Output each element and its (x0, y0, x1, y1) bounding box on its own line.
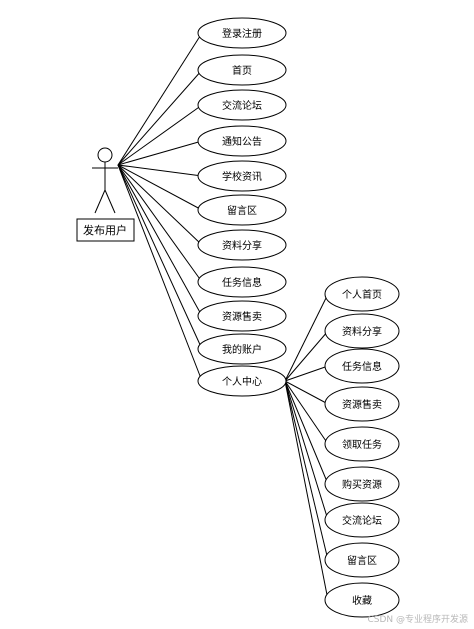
use-case-uc3: 交流论坛 (197, 89, 287, 121)
sub-association-line-s3 (284, 365, 329, 382)
sub-association-line-s2 (284, 330, 329, 382)
use-case-uc9: 资源售卖 (197, 300, 287, 332)
use-case-uc8: 任务信息 (197, 266, 287, 298)
use-case-uc7-label: 资料分享 (222, 239, 262, 252)
use-case-uc10-ellipse (197, 333, 287, 365)
sub-use-case-s6-label: 购买资源 (342, 478, 382, 491)
association-line-uc10 (117, 164, 203, 350)
sub-use-case-s3: 任务信息 (324, 348, 400, 384)
use-case-uc6-label: 留言区 (227, 204, 257, 217)
sub-use-case-s8: 留言区 (324, 542, 400, 578)
use-case-uc7-ellipse (197, 229, 287, 261)
sub-association-line-s1 (284, 293, 329, 382)
actor-left-leg (94, 189, 106, 214)
sub-use-case-s4-ellipse (324, 386, 400, 422)
sub-use-case-s7: 交流论坛 (324, 502, 400, 538)
sub-use-case-s1-label: 个人首页 (342, 288, 382, 301)
use-case-uc6-ellipse (197, 194, 287, 226)
sub-use-case-s2-label: 资料分享 (342, 325, 382, 338)
association-line-uc5 (117, 164, 203, 177)
use-case-uc8-label: 任务信息 (222, 276, 262, 289)
use-case-uc5-label: 学校资讯 (222, 170, 262, 183)
use-case-uc3-ellipse (197, 89, 287, 121)
actor-figure (92, 147, 118, 214)
sub-use-case-s9-label: 收藏 (352, 594, 372, 607)
use-case-uc10: 我的账户 (197, 333, 287, 365)
sub-use-case-s2-ellipse (324, 313, 400, 349)
actor-head (97, 147, 113, 163)
association-line-uc9 (117, 164, 203, 317)
use-case-uc1-ellipse (197, 17, 287, 49)
association-line-uc1 (117, 32, 203, 166)
use-case-uc8-ellipse (197, 266, 287, 298)
sub-use-case-s5-label: 领取任务 (342, 438, 382, 451)
sub-use-case-s5: 领取任务 (324, 426, 400, 462)
use-case-uc7: 资料分享 (197, 229, 287, 261)
sub-use-case-s8-label: 留言区 (347, 554, 377, 567)
sub-association-line-s7 (284, 380, 329, 521)
sub-use-case-s3-label: 任务信息 (342, 360, 382, 373)
association-line-uc4 (117, 140, 203, 166)
sub-use-case-s2: 资料分享 (324, 313, 400, 349)
sub-use-case-s3-ellipse (324, 348, 400, 384)
sub-use-case-s5-ellipse (324, 426, 400, 462)
sub-use-case-s8-ellipse (324, 542, 400, 578)
association-line-uc7 (117, 164, 203, 246)
use-case-uc9-ellipse (197, 300, 287, 332)
sub-association-line-s6 (284, 380, 329, 485)
actor-right-leg (104, 189, 116, 214)
use-case-uc4: 通知公告 (197, 125, 287, 157)
association-lines (117, 32, 329, 601)
use-case-ellipses: 登录注册首页交流论坛通知公告学校资讯留言区资料分享任务信息资源售卖我的账户个人中… (197, 17, 400, 618)
association-line-uc6 (117, 164, 203, 211)
watermark: CSDN @专业程序开发源 (367, 613, 468, 625)
association-line-uc11 (117, 164, 203, 382)
sub-association-line-s9 (284, 380, 329, 601)
use-case-uc10-label: 我的账户 (222, 343, 262, 356)
use-case-uc2-ellipse (197, 54, 287, 86)
sub-association-line-s5 (284, 380, 329, 445)
association-line-uc2 (117, 69, 203, 166)
use-case-uc11-label: 个人中心 (222, 375, 262, 388)
sub-association-line-s8 (284, 380, 329, 561)
sub-use-case-s6: 购买资源 (324, 466, 400, 502)
sub-use-case-s4-label: 资源售卖 (342, 398, 382, 411)
association-line-uc8 (117, 164, 203, 283)
use-case-uc9-label: 资源售卖 (222, 310, 262, 323)
sub-use-case-s7-ellipse (324, 502, 400, 538)
use-case-uc5: 学校资讯 (197, 160, 287, 192)
use-case-uc4-ellipse (197, 125, 287, 157)
use-case-uc1-label: 登录注册 (222, 27, 262, 40)
use-case-uc11-ellipse (197, 365, 287, 397)
use-case-uc1: 登录注册 (197, 17, 287, 49)
sub-use-case-s1: 个人首页 (324, 276, 400, 312)
sub-use-case-s7-label: 交流论坛 (342, 514, 382, 527)
use-case-uc2: 首页 (197, 54, 287, 86)
use-case-uc6: 留言区 (197, 194, 287, 226)
sub-use-case-s9-ellipse (324, 582, 400, 618)
sub-association-line-s4 (284, 380, 329, 405)
use-case-uc2-label: 首页 (232, 64, 252, 77)
actor-label-box (76, 218, 135, 242)
use-case-uc4-label: 通知公告 (222, 135, 262, 148)
sub-use-case-s6-ellipse (324, 466, 400, 502)
sub-use-case-s4: 资源售卖 (324, 386, 400, 422)
use-case-uc11: 个人中心 (197, 365, 287, 397)
association-line-uc3 (117, 104, 203, 166)
sub-use-case-s9: 收藏 (324, 582, 400, 618)
sub-use-case-s1-ellipse (324, 276, 400, 312)
actor-label: 发布用户 (83, 223, 127, 237)
use-case-uc5-ellipse (197, 160, 287, 192)
use-case-uc3-label: 交流论坛 (222, 99, 262, 112)
